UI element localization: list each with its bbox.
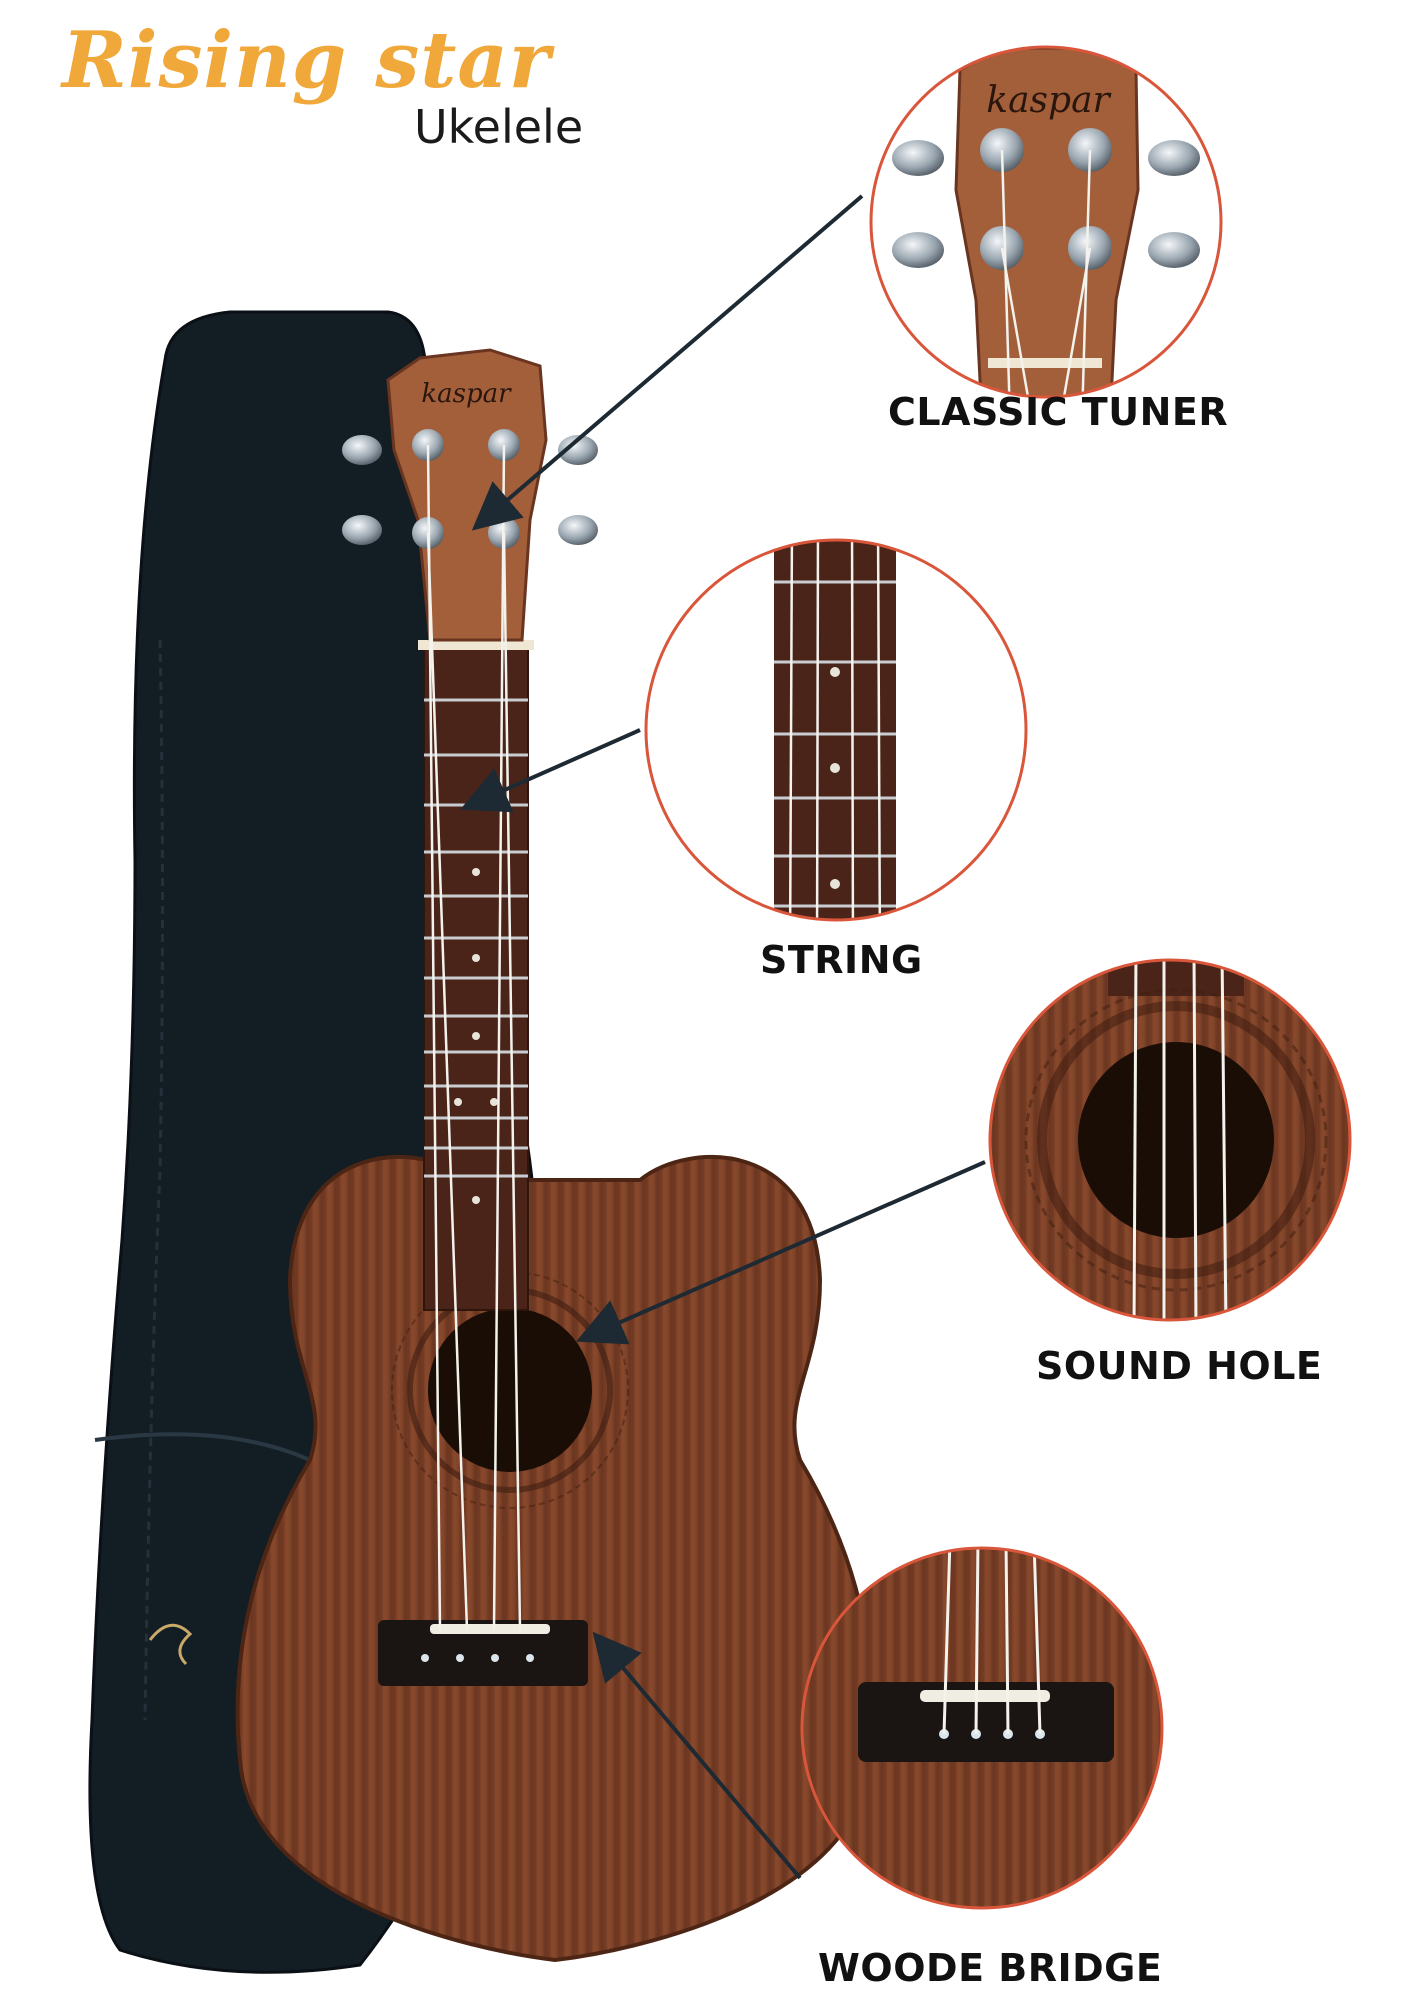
callout-label-bridge: WOODE BRIDGE — [818, 1946, 1163, 1990]
sound-hole — [428, 1308, 592, 1472]
brand-title: Rising star — [62, 15, 551, 106]
callout-tuner-circle: kaspar — [869, 45, 1223, 399]
bag-emblem-icon — [148, 1623, 193, 1666]
bridge — [378, 1620, 588, 1686]
arrow-bridge — [592, 1631, 802, 1880]
brand-subtitle: Ukelele — [414, 100, 584, 154]
arrow-tuner — [471, 194, 864, 531]
ukulele: kaspar — [235, 348, 875, 1963]
callout-label-sound-hole: SOUND HOLE — [1036, 1344, 1323, 1388]
callout-string-circle — [644, 538, 1028, 922]
headstock — [386, 348, 548, 642]
headstock-logo: kaspar — [421, 379, 512, 409]
callout-label-string: STRING — [760, 938, 923, 982]
callout-bridge-circle — [800, 1546, 1164, 1910]
brand-heading: Rising star Ukelele — [62, 15, 583, 155]
callout-sound-hole-circle — [988, 958, 1352, 1322]
arrow-sound-hole — [576, 1160, 986, 1345]
callout-arrows — [460, 194, 986, 1880]
svg-text:kaspar: kaspar — [986, 80, 1111, 121]
callout-label-tuner: CLASSIC TUNER — [888, 390, 1229, 434]
arrow-string — [460, 728, 641, 813]
